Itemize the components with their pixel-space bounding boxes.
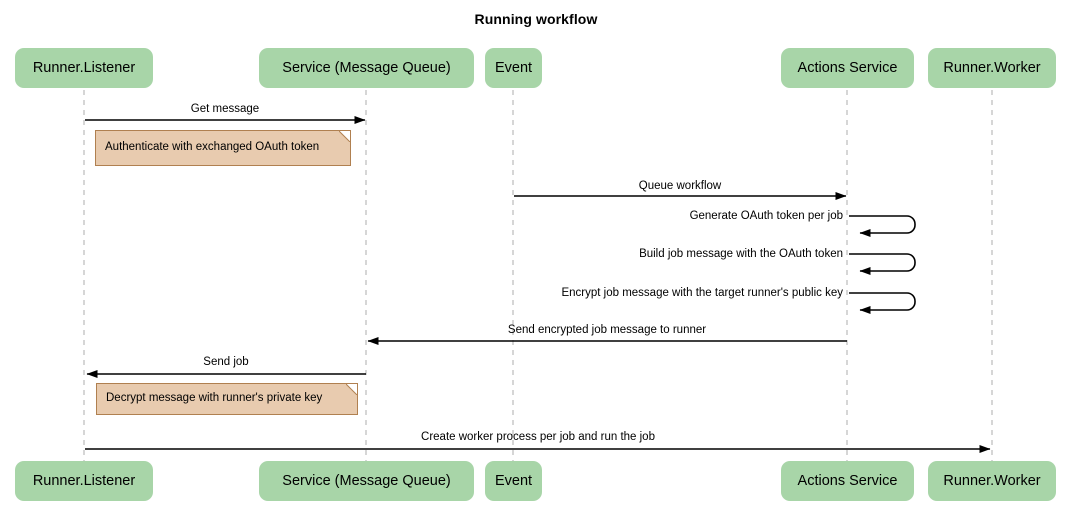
participant-service-message-queue-bottom[interactable]: Service (Message Queue) — [259, 461, 474, 501]
lifelines-group — [83, 90, 993, 461]
note-fold-icon — [346, 384, 357, 395]
note-fold-icon — [339, 131, 350, 142]
note-authenticate-note: Authenticate with exchanged OAuth token — [95, 130, 351, 166]
participant-event-top[interactable]: Event — [485, 48, 542, 88]
participant-runner-listener-top[interactable]: Runner.Listener — [15, 48, 153, 88]
participant-label: Runner.Worker — [943, 472, 1041, 489]
participant-label: Service (Message Queue) — [282, 59, 451, 76]
participant-event-bottom[interactable]: Event — [485, 461, 542, 501]
participant-label: Runner.Worker — [943, 59, 1041, 76]
message-label-create-worker-process: Create worker process per job and run th… — [421, 431, 655, 443]
participant-runner-listener-bottom[interactable]: Runner.Listener — [15, 461, 153, 501]
participant-label: Event — [494, 472, 533, 489]
participant-runner-worker-bottom[interactable]: Runner.Worker — [928, 461, 1056, 501]
message-generate-oauth-token-per-job — [849, 215, 916, 237]
message-label-encrypt-job-message: Encrypt job message with the target runn… — [561, 287, 843, 299]
page-title: Running workflow — [474, 11, 598, 27]
message-label-send-job: Send job — [203, 356, 249, 368]
participant-actions-service-bottom[interactable]: Actions Service — [781, 461, 914, 501]
participant-label: Runner.Listener — [32, 59, 136, 76]
message-label-get-message: Get message — [190, 103, 260, 115]
note-decrypt-note: Decrypt message with runner's private ke… — [96, 383, 358, 415]
participant-label: Actions Service — [797, 472, 898, 489]
note-label: Authenticate with exchanged OAuth token — [105, 141, 320, 154]
note-label: Decrypt message with runner's private ke… — [106, 392, 323, 405]
message-label-send-encrypted-job-message: Send encrypted job message to runner — [507, 324, 707, 336]
message-label-build-job-message: Build job message with the OAuth token — [639, 248, 843, 260]
arrows-group — [85, 116, 991, 453]
participant-actions-service-top[interactable]: Actions Service — [781, 48, 914, 88]
participant-label: Service (Message Queue) — [282, 472, 451, 489]
participant-runner-worker-top[interactable]: Runner.Worker — [928, 48, 1056, 88]
message-label-queue-workflow: Queue workflow — [638, 180, 722, 192]
participant-label: Runner.Listener — [32, 472, 136, 489]
participant-label: Event — [494, 59, 533, 76]
message-label-generate-oauth-token-per-job: Generate OAuth token per job — [689, 210, 843, 222]
participant-label: Actions Service — [797, 59, 898, 76]
message-build-job-message — [849, 253, 916, 275]
message-encrypt-job-message — [849, 292, 916, 314]
participant-service-message-queue-top[interactable]: Service (Message Queue) — [259, 48, 474, 88]
